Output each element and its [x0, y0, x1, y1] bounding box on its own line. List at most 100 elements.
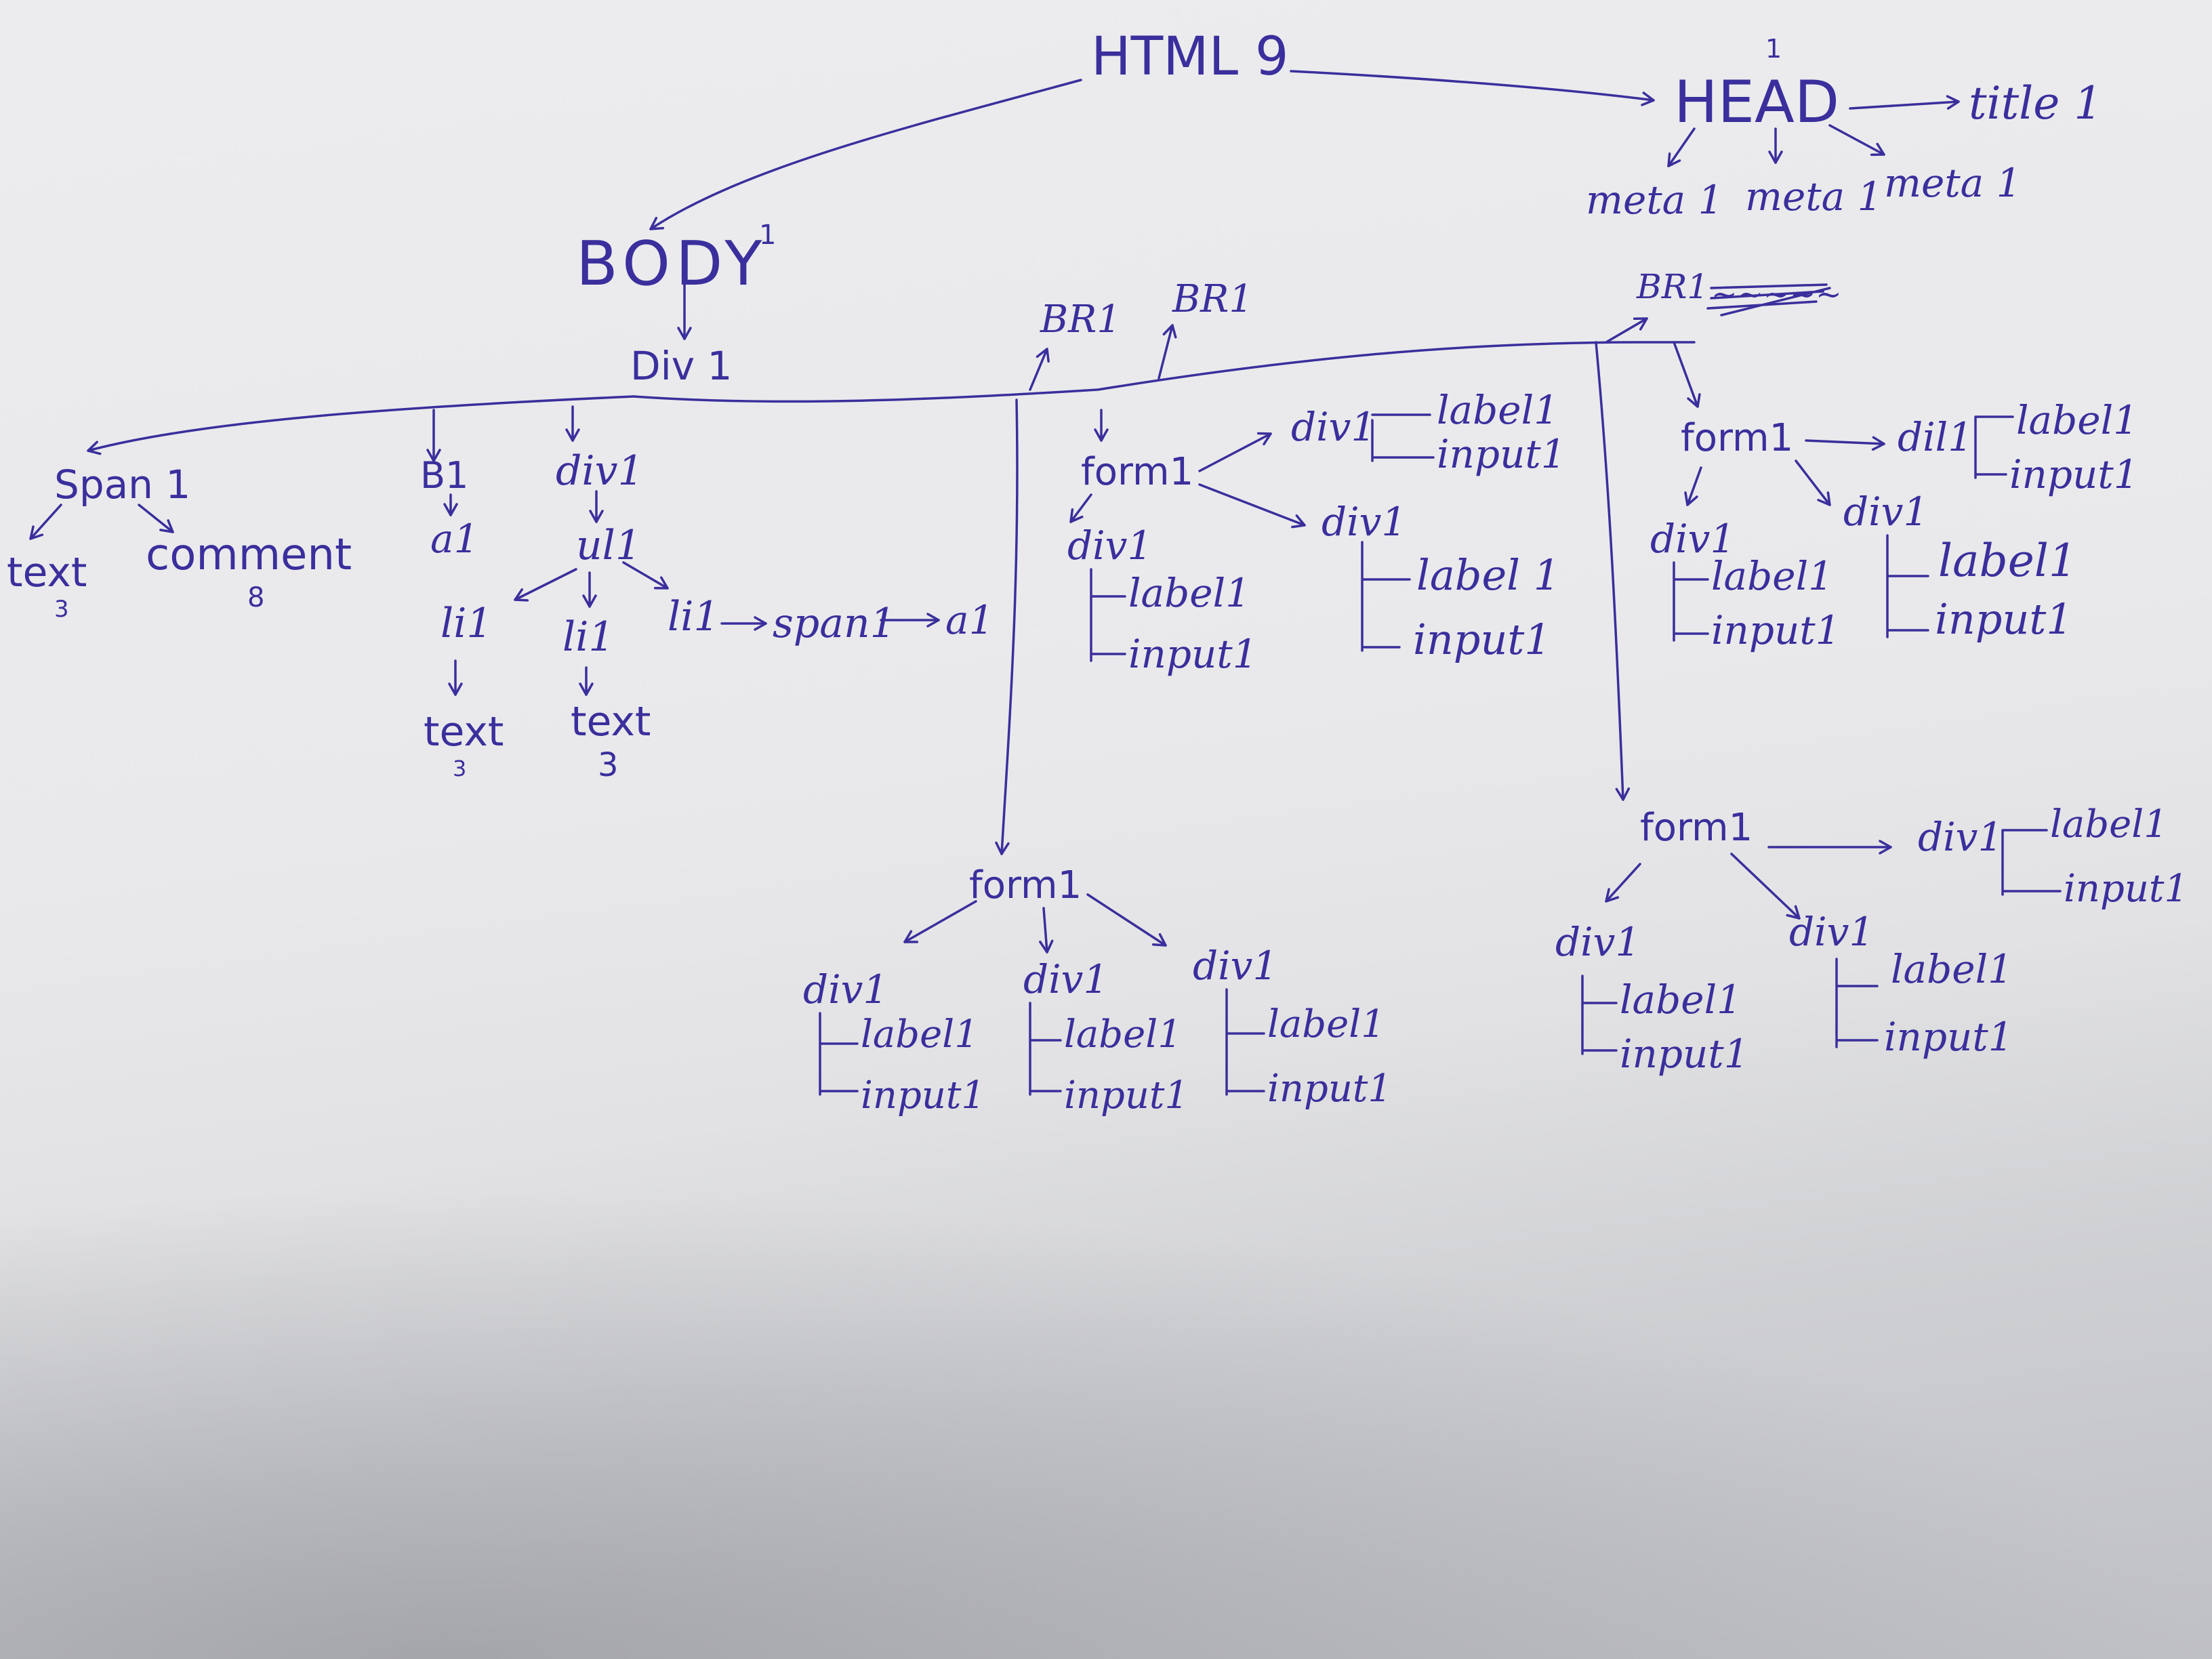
meta-node: meta 1: [1884, 160, 2022, 206]
form-to-div-arrow: [1730, 853, 1801, 920]
text-count: 3: [54, 596, 69, 623]
text-node: text: [424, 708, 504, 756]
comment-count: 8: [247, 582, 264, 613]
form-to-div-arrow: [903, 900, 977, 943]
form-to-div-arrow: [1039, 907, 1054, 954]
text-node: text: [571, 698, 651, 745]
input-node: input1: [1711, 607, 1841, 653]
label-node: label 1: [1416, 550, 1560, 600]
span-subtree: Span 1 text 3 comment 8: [7, 462, 352, 623]
label-node: label1: [1437, 387, 1559, 433]
head-superscript: 1: [1765, 34, 1782, 64]
input-node: input1: [1064, 1073, 1189, 1118]
div-children-line: [87, 395, 635, 455]
br-nodes: BR1 BR1 BR1 ~~~~~: [1029, 267, 1842, 391]
div-to-br-arrow: [1029, 348, 1050, 391]
form-to-div-arrow: [1605, 863, 1641, 903]
b-subtree: B1 a1: [420, 409, 478, 562]
paper-shadow: [0, 1186, 2212, 1659]
label-node: label1: [1128, 570, 1250, 616]
a-node: a1: [430, 516, 478, 562]
div-branch-line: [2001, 829, 2062, 896]
input-node: input1: [1128, 631, 1258, 677]
div-branch-line: [819, 1012, 859, 1096]
div-children-line: [632, 341, 1696, 403]
form-subtree: form1 div1 label1 input1 div1 label1 inp…: [803, 398, 1392, 1118]
div-branch-line: [1835, 958, 1879, 1048]
ul-to-li-arrow: [622, 561, 669, 590]
b-node: B1: [420, 454, 468, 497]
div-node: div1: [1918, 814, 2003, 860]
div-branch-line: [1371, 413, 1435, 462]
input-node: input1: [2009, 451, 2139, 497]
div-branch-line: [1029, 1002, 1062, 1096]
div-branch-line: [1361, 541, 1411, 652]
ul-node: ul1: [576, 522, 641, 569]
span-node: span1: [773, 600, 896, 647]
form-to-div-arrow: [1198, 483, 1306, 529]
label-node: label1: [1891, 946, 2013, 992]
label-node: label1: [1064, 1012, 1182, 1057]
text-count: 3: [598, 746, 619, 784]
div-branch-line: [1581, 975, 1618, 1055]
input-node: input1: [861, 1073, 985, 1118]
label-node: label1: [1711, 553, 1833, 599]
label-node: label1: [2016, 397, 2138, 443]
div-to-form-arrow: [995, 398, 1019, 855]
form-node: form1: [969, 863, 1082, 907]
nested-div-subtree: div1 ul1 li1 li1 li1 text 3 text 3 span1…: [424, 405, 994, 784]
input-node: input1: [1620, 1031, 1749, 1077]
html-to-head-arrow: [1290, 70, 1655, 106]
form-subtree: form1 div1 label1 input1 div1 label1 inp…: [1555, 341, 2188, 1077]
div-branch-line: [1225, 988, 1265, 1096]
li-node: li1: [668, 593, 720, 640]
div-to-br-arrow: [1158, 324, 1177, 380]
form-to-div-arrow: [1069, 493, 1092, 523]
meta-node: meta 1: [1586, 177, 1723, 223]
label-node: label1: [1938, 535, 2077, 587]
form-to-div-arrow: [1198, 432, 1272, 472]
form-to-div-arrow: [1684, 466, 1702, 506]
div-node: div1: [1067, 523, 1152, 569]
ul-to-li-arrow: [514, 568, 577, 602]
comment-node: comment: [146, 530, 352, 580]
div-branch-line: [1090, 568, 1126, 662]
text-node: text: [7, 549, 87, 596]
input-node: input1: [1413, 615, 1551, 664]
form-node: form1: [1640, 806, 1753, 850]
span-to-text-arrow: [29, 504, 62, 540]
nested-div-node: div1: [556, 447, 644, 495]
head-to-meta-arrow: [1828, 124, 1885, 157]
body-node: BODY: [576, 228, 767, 300]
div-branch-line: [1673, 561, 1709, 642]
input-node: input1: [1267, 1067, 1392, 1111]
div-node: div1: [1291, 404, 1376, 450]
meta-node: meta 1: [1745, 173, 1883, 220]
label-node: label1: [2050, 802, 2168, 846]
label-node: label1: [1620, 977, 1742, 1023]
form-to-div-arrow: [1795, 459, 1831, 506]
div-to-form-arrow: [1673, 341, 1701, 408]
div-node: div1: [1789, 909, 1874, 955]
a-node: a1: [945, 597, 994, 643]
form-subtree: form1 div1 label1 input1 div1 label1 inp…: [1067, 387, 1566, 677]
input-node: input1: [1884, 1014, 2013, 1060]
label-node: label1: [1267, 1002, 1385, 1046]
li-node: li1: [441, 600, 493, 647]
head-branch: HTML 9 HEAD 1 title 1 meta 1 meta 1 meta…: [649, 26, 2102, 230]
title-node: title 1: [1969, 77, 2102, 129]
form-node: form1: [1081, 450, 1193, 494]
html-to-body-arrow: [649, 79, 1082, 230]
label-node: label1: [861, 1012, 979, 1057]
div-node: div1: [1650, 516, 1735, 562]
br-node: BR1: [1172, 277, 1253, 321]
span-node: Span 1: [54, 462, 190, 508]
body-branch: BODY 1 Div 1: [87, 220, 1696, 455]
br-node: BR1: [1040, 298, 1121, 342]
form-node: form1: [1681, 416, 1793, 460]
br-node: BR1: [1636, 267, 1708, 306]
form-subtree: form1 dil1 label1 input1 div1 label1 inp…: [1650, 341, 2139, 653]
div-node: div1: [803, 966, 888, 1012]
